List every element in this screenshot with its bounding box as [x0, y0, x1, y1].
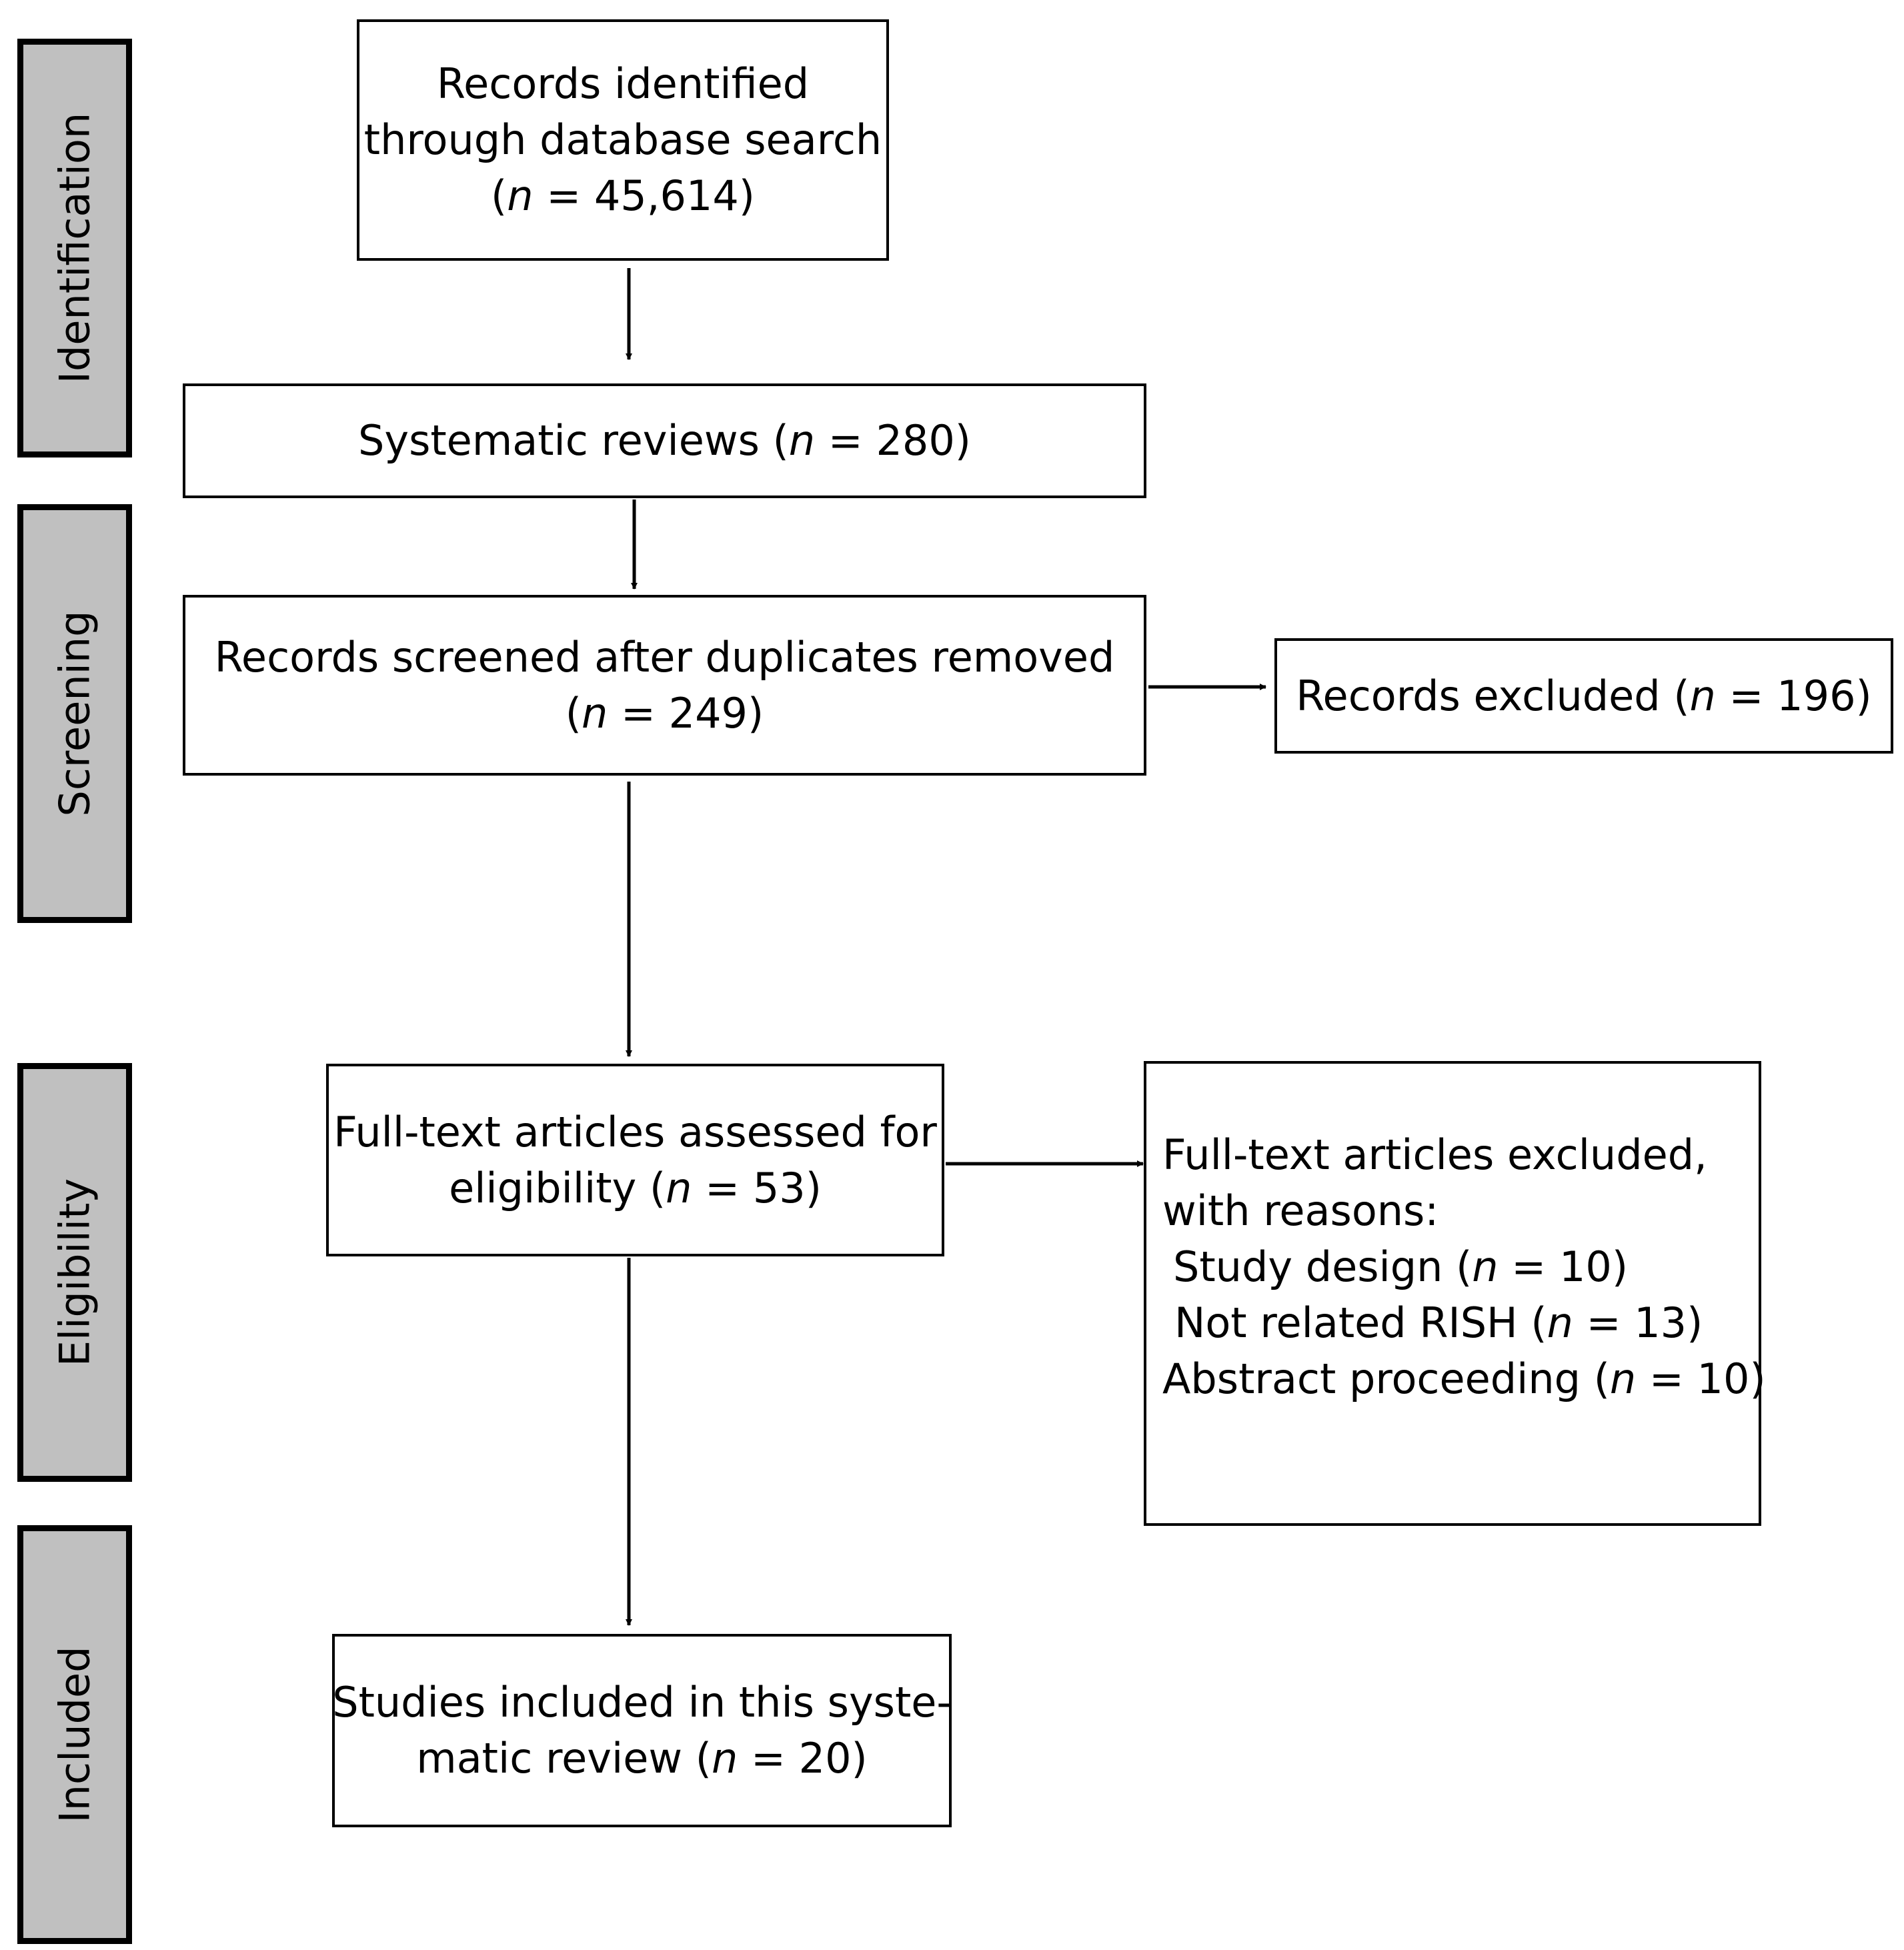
fulltext-assessed-box: Full-text articles assessed for eligibil… [326, 1064, 944, 1256]
systematic-reviews-text: Systematic reviews (n = 280) [358, 416, 971, 465]
studies-included-box: Studies included in this syste- matic re… [332, 1634, 952, 1827]
records-screened-line-1: Records screened after duplicates remove… [214, 632, 1115, 682]
stage-identification: Identification [17, 39, 132, 457]
exclusion-reason-not-related: Not related RISH (n = 13) [1174, 1298, 1703, 1347]
stage-included: Included [17, 1525, 132, 1944]
fulltext-excluded-heading-2: with reasons: [1162, 1186, 1439, 1235]
systematic-reviews-box: Systematic reviews (n = 280) [183, 383, 1146, 498]
studies-included-count: matic review (n = 20) [416, 1734, 868, 1783]
records-screened-count: (n = 249) [565, 688, 764, 738]
records-identified-box: Records identified through database sear… [357, 19, 889, 261]
stage-eligibility: Eligibility [17, 1063, 132, 1482]
records-identified-count: (n = 45,614) [491, 171, 755, 220]
exclusion-reason-abstract: Abstract proceeding (n = 10) [1162, 1354, 1766, 1403]
records-excluded-text: Records excluded (n = 196) [1296, 671, 1872, 720]
exclusion-reason-study-design: Study design (n = 10) [1173, 1242, 1629, 1291]
records-identified-line-2: through database search [363, 115, 882, 164]
stage-screening: Screening [17, 504, 132, 923]
records-excluded-box: Records excluded (n = 196) [1274, 638, 1893, 754]
fulltext-assessed-count: eligibility (n = 53) [449, 1163, 822, 1212]
fulltext-excluded-heading-1: Full-text articles excluded, [1162, 1130, 1707, 1179]
fulltext-assessed-line-1: Full-text articles assessed for [333, 1107, 937, 1156]
records-identified-line-1: Records identified [436, 59, 810, 108]
records-screened-box: Records screened after duplicates remove… [183, 595, 1146, 776]
studies-included-line-1: Studies included in this syste- [332, 1678, 952, 1727]
fulltext-excluded-box: Full-text articles excluded, with reason… [1144, 1061, 1766, 1526]
